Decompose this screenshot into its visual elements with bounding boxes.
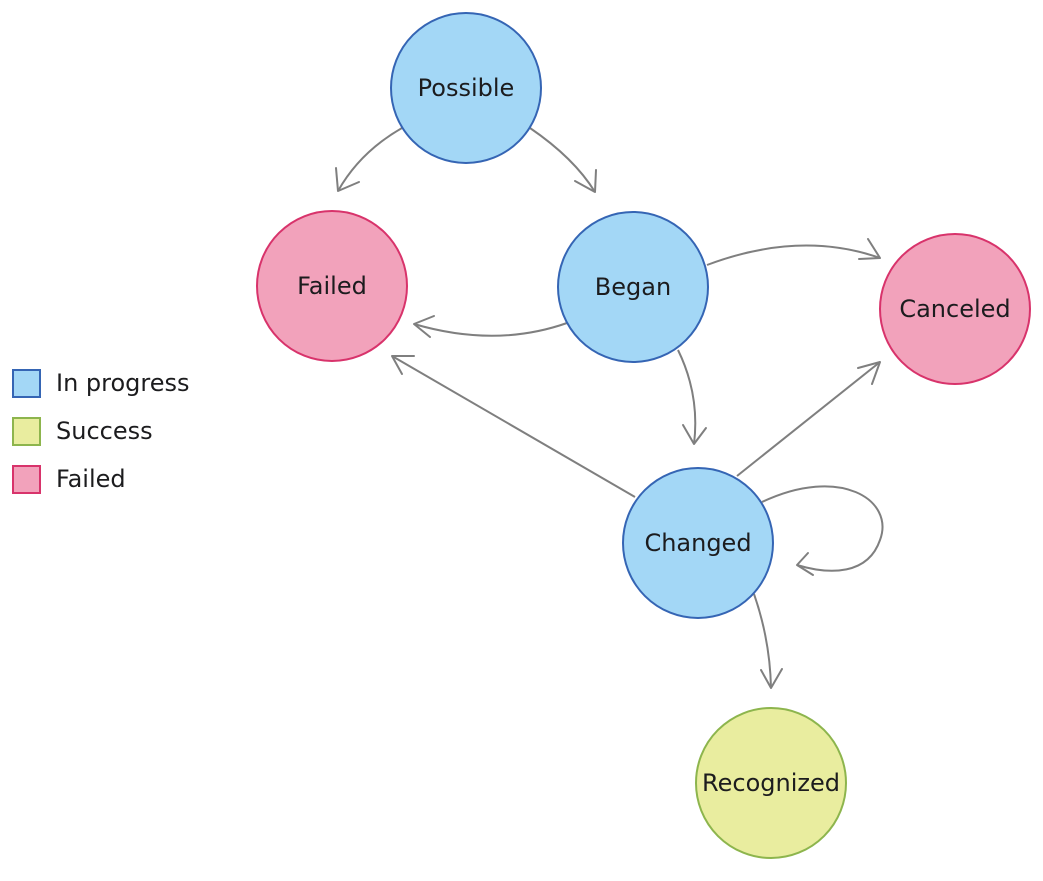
edge-changed-changed (761, 485, 884, 576)
edge-line (706, 244, 881, 266)
node-circle (622, 467, 774, 619)
node-circle (256, 210, 408, 362)
edge-line (753, 593, 772, 689)
legend-swatch (12, 417, 41, 446)
legend-item-progress: In progress (12, 369, 190, 398)
node-label: Began (595, 273, 671, 301)
node-circle (390, 12, 542, 164)
node-recognized: Recognized (695, 707, 847, 859)
edge-possible-failed (335, 127, 403, 192)
legend-label: In progress (56, 369, 190, 397)
node-label: Failed (297, 272, 367, 300)
edge-changed-recognized (753, 593, 783, 689)
edge-changed-failed (391, 355, 636, 498)
legend-item-failed: Failed (12, 465, 126, 494)
edge-began-changed (677, 349, 707, 445)
edge-changed-canceled (736, 361, 881, 477)
edge-began-failed (413, 315, 568, 338)
arrowhead-icon (857, 361, 881, 385)
legend-item-success: Success (12, 417, 153, 446)
legend-swatch (12, 465, 41, 494)
node-changed: Changed (622, 467, 774, 619)
edge-possible-began (529, 127, 597, 193)
edge-line (413, 322, 568, 337)
node-possible: Possible (390, 12, 542, 164)
arrowhead-icon (335, 167, 360, 192)
edges-layer (335, 127, 884, 689)
legend-label: Failed (56, 465, 126, 493)
legend-swatch (12, 369, 41, 398)
legend-label: Success (56, 417, 153, 445)
edge-line (736, 361, 881, 477)
edge-line (761, 485, 884, 572)
node-began: Began (557, 211, 709, 363)
arrowhead-icon (858, 238, 881, 260)
node-failed: Failed (256, 210, 408, 362)
arrowhead-icon (391, 355, 415, 375)
node-label: Canceled (899, 295, 1010, 323)
node-label: Recognized (702, 769, 840, 797)
node-label: Possible (418, 74, 515, 102)
node-circle (879, 233, 1031, 385)
node-canceled: Canceled (879, 233, 1031, 385)
edge-line (337, 127, 403, 192)
arrowhead-icon (413, 315, 435, 338)
edge-began-canceled (706, 238, 881, 266)
arrowhead-icon (796, 552, 814, 576)
arrowhead-icon (574, 169, 597, 193)
edge-line (529, 127, 596, 193)
node-label: Changed (644, 529, 751, 557)
arrowhead-icon (682, 424, 707, 445)
edge-line (677, 349, 697, 445)
node-circle (557, 211, 709, 363)
edge-line (391, 355, 636, 498)
arrowhead-icon (760, 668, 783, 689)
node-circle (695, 707, 847, 859)
